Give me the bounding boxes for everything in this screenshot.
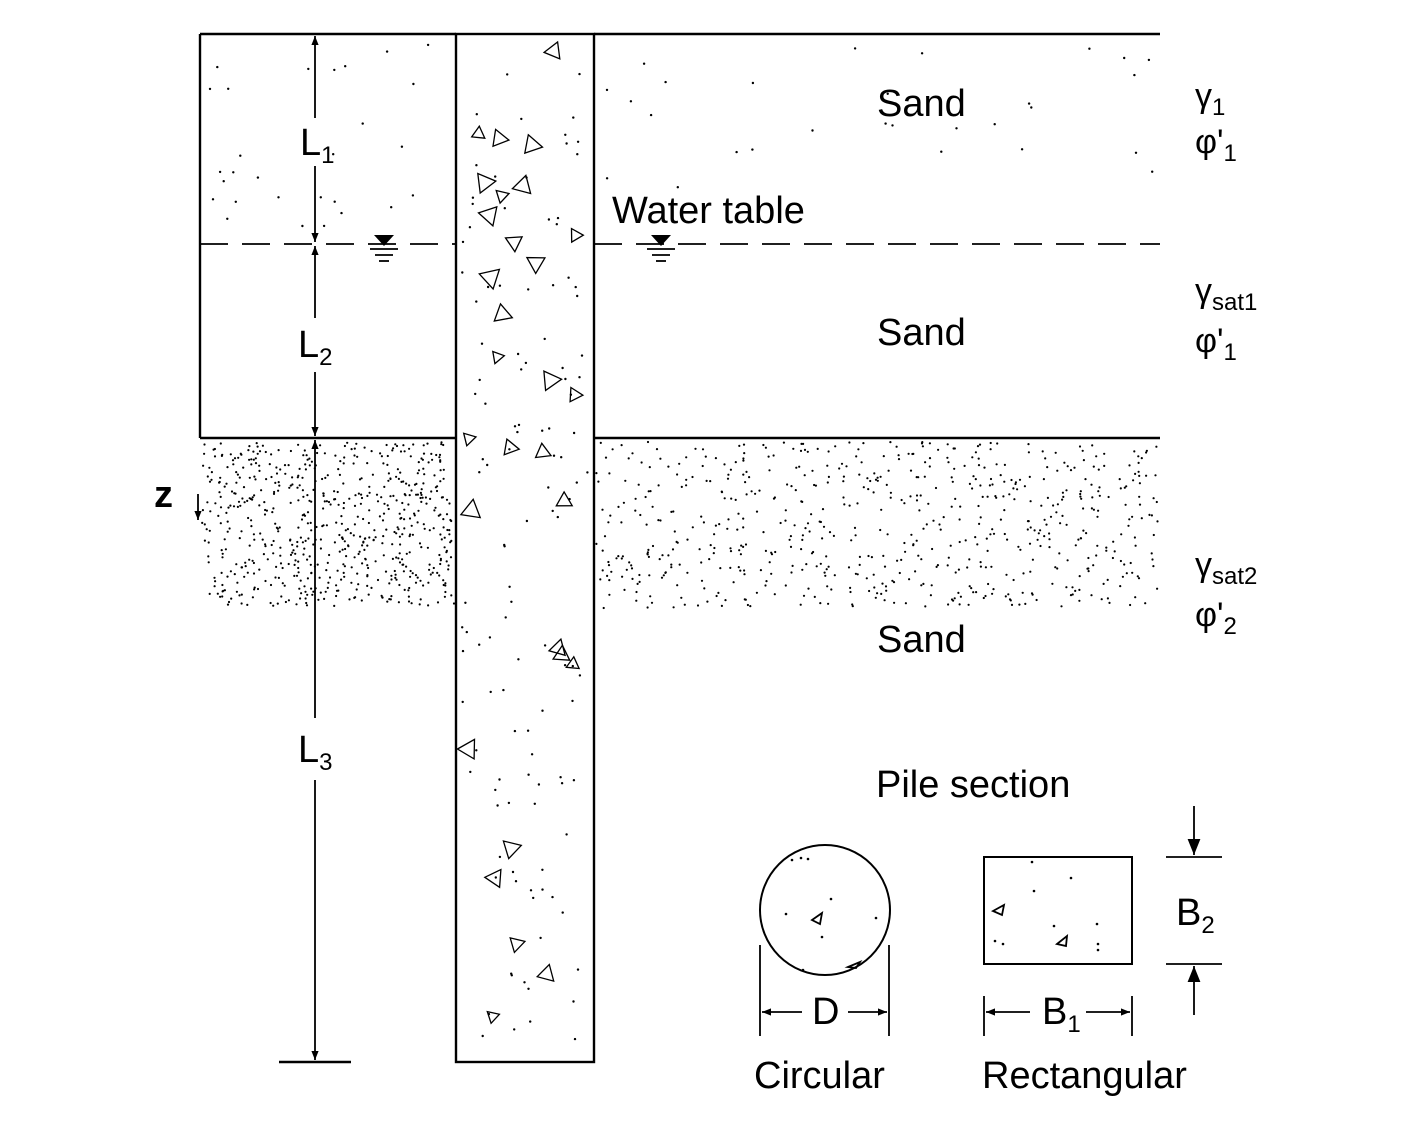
- aggregate-icon: [542, 40, 561, 60]
- circular-section: [759, 844, 891, 976]
- aggregate-icon: [492, 128, 511, 148]
- water-table-label: Water table: [612, 190, 805, 232]
- aggregate-icon: [551, 644, 571, 661]
- b1-label: B1: [1042, 991, 1081, 1038]
- aggregate-icon: [565, 655, 581, 670]
- layer-2-unit-weight: γsat1: [1195, 272, 1257, 316]
- pile-aggregate-icons: [456, 40, 585, 1025]
- aggregate-icon: [504, 236, 524, 253]
- pile: [454, 32, 596, 1064]
- aggregate-icon: [535, 963, 555, 983]
- layer-1-name: Sand: [877, 83, 966, 125]
- depth-axis-label: z: [154, 474, 173, 516]
- layer-2-name: Sand: [877, 312, 966, 354]
- aggregate-icon: [525, 256, 547, 275]
- l3-label: L3: [298, 729, 333, 776]
- aggregate-icon: [523, 133, 544, 155]
- aggregate-icon: [543, 370, 563, 392]
- layer-2-friction-angle: φ'1: [1195, 322, 1237, 366]
- upper-sand-speckle: [208, 43, 1154, 228]
- rectangular-section: [983, 856, 1133, 965]
- layer-3-friction-angle: φ'2: [1195, 596, 1237, 640]
- aggregate-icon: [456, 738, 476, 761]
- aggregate-icon: [569, 386, 585, 403]
- aggregate-icon: [459, 498, 482, 519]
- l2-label: L2: [298, 324, 333, 371]
- layer-3-name: Sand: [877, 619, 966, 661]
- layer-1-friction-angle: φ'1: [1195, 123, 1237, 167]
- aggregate-icon: [477, 172, 498, 195]
- aggregate-icon: [534, 442, 553, 459]
- circular-section-speckle: [784, 856, 878, 972]
- aggregate-icon: [491, 350, 506, 365]
- aggregate-icon: [844, 960, 863, 969]
- water-table-icon: [370, 235, 398, 262]
- aggregate-icon: [478, 268, 501, 291]
- b2-label: B2: [1176, 892, 1215, 939]
- circular-caption: Circular: [754, 1055, 885, 1097]
- aggregate-icon: [462, 432, 478, 448]
- aggregate-icon: [493, 302, 514, 322]
- aggregate-icon: [502, 840, 523, 860]
- layer-3-unit-weight: γsat2: [1195, 546, 1257, 590]
- aggregate-icon: [486, 1010, 501, 1025]
- aggregate-icon: [503, 437, 521, 456]
- rectangular-section-speckle: [993, 860, 1100, 952]
- aggregate-icon: [495, 189, 511, 205]
- d-label: D: [812, 991, 839, 1033]
- layer-1-unit-weight: γ1: [1195, 77, 1225, 121]
- rectangular-caption: Rectangular: [982, 1055, 1187, 1097]
- aggregate-icon: [477, 205, 498, 228]
- aggregate-icon: [509, 937, 527, 954]
- aggregate-icon: [470, 124, 486, 139]
- aggregate-icon: [547, 637, 567, 657]
- dense-sand-layer-speckle: [201, 440, 1159, 610]
- aggregate-icon: [570, 227, 585, 244]
- water-table-icon: [647, 235, 675, 262]
- pile-section-title: Pile section: [876, 764, 1070, 806]
- aggregate-icon: [483, 868, 502, 889]
- l1-label: L1: [300, 122, 335, 169]
- aggregate-icon: [555, 490, 574, 507]
- aggregate-icon: [810, 911, 824, 926]
- aggregate-icon: [990, 903, 1006, 917]
- aggregate-icon: [1054, 933, 1069, 948]
- aggregate-icon: [511, 174, 532, 195]
